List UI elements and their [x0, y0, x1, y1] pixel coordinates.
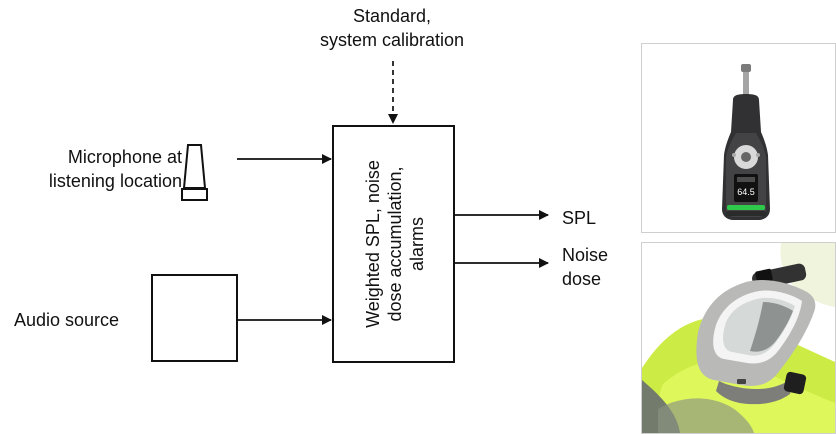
noise-dose-line-1: Noise: [562, 245, 609, 265]
processor-label: Weighted SPL, noise dose accumulation, a…: [362, 129, 428, 359]
calibration-label: Standard, system calibration: [312, 4, 472, 52]
audio-source-block: [151, 274, 238, 362]
spl-output-label: SPL: [562, 208, 597, 228]
processor-block: [332, 125, 455, 363]
processor-label-line-2: dose accumulation,: [385, 166, 405, 322]
dosimeter-photo: [641, 242, 836, 434]
processor-label-line-3: alarms: [407, 217, 427, 272]
dosimeter-on-vest-icon: [642, 243, 835, 433]
sound-level-meter-photo: 64.5: [641, 43, 836, 233]
processor-label-line-1: Weighted SPL, noise: [363, 160, 383, 328]
microphone-icon: [181, 144, 208, 201]
microphone-label-line-2: listening location: [48, 171, 182, 191]
microphone-label-line-1: Microphone at: [67, 147, 182, 167]
noise-dose-output-label: Noise dose: [562, 243, 608, 291]
sound-level-meter-icon: 64.5: [642, 44, 835, 232]
calibration-label-line-2: system calibration: [319, 30, 465, 50]
audio-source-label: Audio source: [14, 310, 120, 330]
noise-dose-line-2: dose: [562, 269, 602, 289]
meter-display-value: 64.5: [737, 187, 755, 197]
calibration-label-line-1: Standard,: [352, 6, 432, 26]
microphone-label: Microphone at listening location: [0, 145, 182, 193]
